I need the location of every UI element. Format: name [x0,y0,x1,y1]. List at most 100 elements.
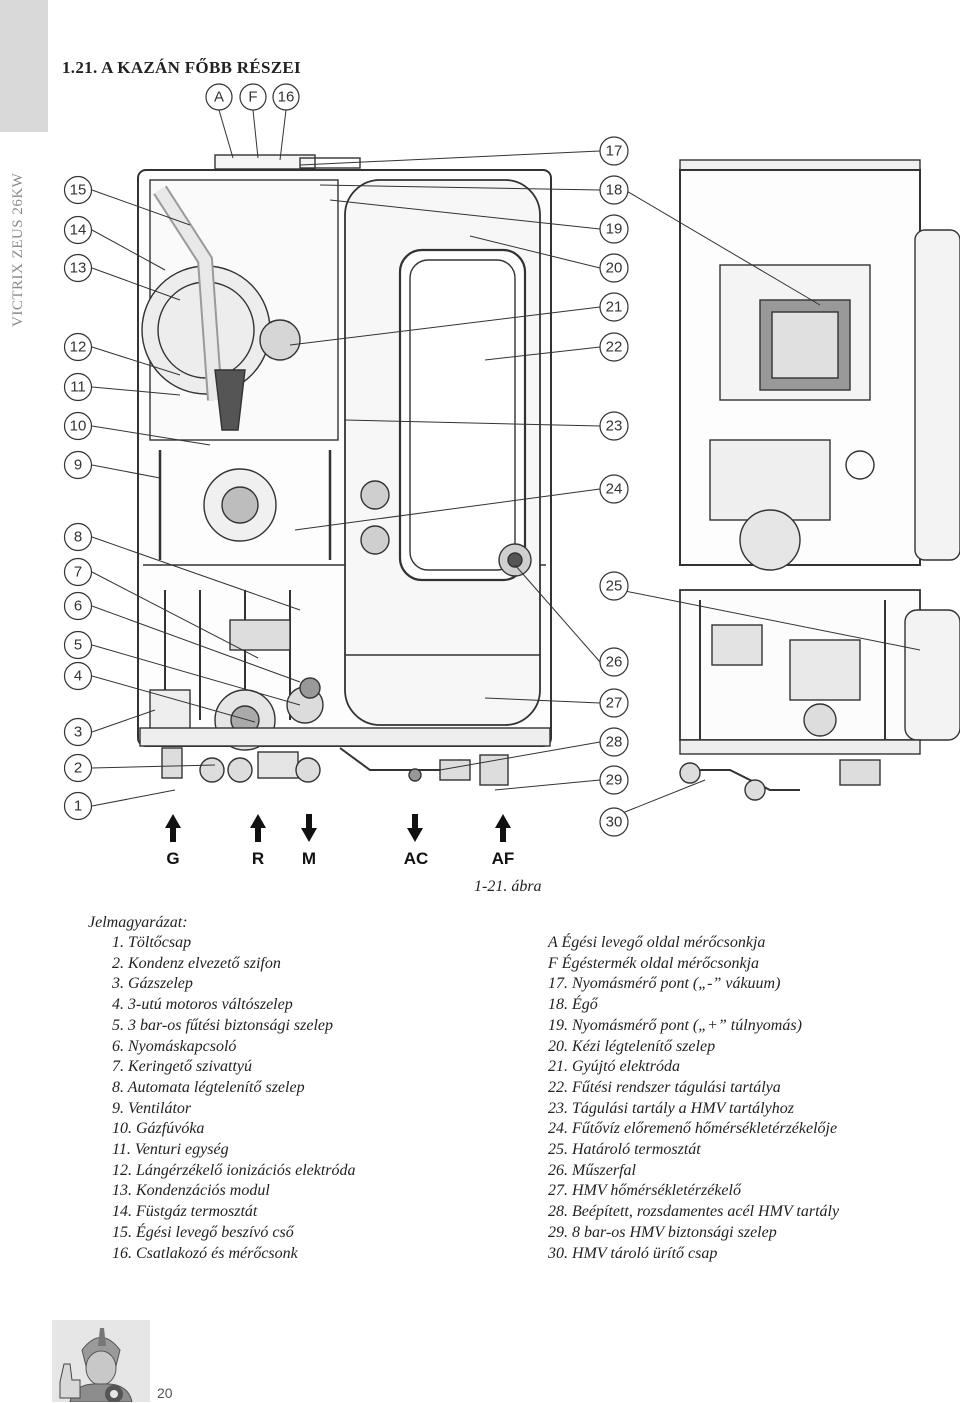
svg-text:26: 26 [606,654,623,671]
legend-item: 26. Műszerfal [548,1161,636,1179]
legend-item: 16. Csatlakozó és mérőcsonk [112,1244,298,1262]
svg-text:24: 24 [606,481,623,498]
svg-text:21: 21 [606,299,623,316]
legend-item: 22. Fűtési rendszer tágulási tartálya [548,1078,781,1096]
legend-item: 1. Töltőcsap [112,934,192,951]
callout-30: 30 [599,807,629,837]
callout-24: 24 [599,474,629,504]
section-heading: 1.21. A KAZÁN FŐBB RÉSZEI [62,58,301,77]
callouts-top: A F 16 [205,83,300,111]
legend-item: 13. Kondenzációs modul [112,1182,270,1200]
svg-text:9: 9 [74,457,82,474]
legend-item: 2. Kondenz elvezető szifon [112,954,281,972]
callout-2: 2 [63,753,93,783]
page-number: 20 [157,1385,173,1401]
callout-13: 13 [63,253,93,283]
svg-text:15: 15 [70,182,87,199]
legend-item: 28. Beépített, rozsdamentes acél HMV tar… [548,1203,840,1221]
svg-text:G: G [166,849,179,868]
mascot-icon [52,1320,150,1402]
legend-item: 12. Lángérzékelő ionizációs elektróda [112,1161,356,1179]
callout-11: 11 [63,372,93,402]
callout-22: 22 [599,332,629,362]
svg-text:AF: AF [492,849,515,868]
callout-A: A [205,83,233,111]
legend-item: 23. Tágulási tartály a HMV tartályhoz [548,1099,794,1117]
legend-item: 21. Gyújtó elektróda [548,1058,680,1076]
legend-item: 25. Határoló termosztát [548,1141,701,1159]
svg-text:30: 30 [606,814,623,831]
callout-7: 7 [63,557,93,587]
connection-R: R [250,814,266,868]
svg-text:8: 8 [74,529,82,546]
callouts-right: 17 18 19 20 21 22 23 24 25 26 27 28 29 3… [599,136,629,837]
legend-item: 30. HMV tároló ürítő csap [548,1244,718,1262]
svg-text:27: 27 [606,695,623,712]
callout-4: 4 [63,661,93,691]
callout-12: 12 [63,332,93,362]
callout-26: 26 [599,647,629,677]
callout-18: 18 [599,175,629,205]
callout-21: 21 [599,292,629,322]
legend-item: 27. HMV hőmérsékletérzékelő [548,1182,741,1200]
callout-14: 14 [63,215,93,245]
callouts-left: 15 14 13 12 11 10 9 8 7 6 5 4 3 2 1 [63,175,93,821]
svg-text:2: 2 [74,760,82,777]
callout-6: 6 [63,591,93,621]
connection-AC: AC [404,814,428,868]
svg-text:28: 28 [606,734,623,751]
legend-item: 4. 3-utú motoros váltószelep [112,996,293,1014]
legend-left: 1. Töltőcsap 2. Kondenz elvezető szifon … [112,933,356,1264]
callout-5: 5 [63,630,93,660]
legend-item: 7. Keringető szivattyú [112,1058,252,1076]
legend-item: 15. Égési levegő beszívó cső [112,1223,294,1241]
svg-text:25: 25 [606,578,623,595]
legend-item: 6. Nyomáskapcsoló [112,1037,237,1055]
svg-text:1: 1 [74,798,82,815]
callout-F: F [239,83,267,111]
svg-text:7: 7 [74,564,82,581]
svg-text:23: 23 [606,418,623,435]
callout-9: 9 [63,450,93,480]
legend-item: 20. Kézi légtelenítő szelep [548,1037,716,1055]
connection-arrows: G R M AC AF [165,814,514,868]
callout-8: 8 [63,522,93,552]
legend-item: 29. 8 bar-os HMV biztonsági szelep [548,1223,777,1241]
svg-text:19: 19 [606,221,623,238]
svg-text:4: 4 [74,668,82,685]
legend-item: 18. Égő [548,996,598,1014]
figure-caption: 1-21. ábra [474,878,542,895]
svg-text:13: 13 [70,260,87,277]
svg-text:20: 20 [606,260,623,277]
callout-27: 27 [599,688,629,718]
svg-text:M: M [302,849,316,868]
svg-text:18: 18 [606,182,623,199]
callout-1: 1 [63,791,93,821]
legend-item: 11. Venturi egység [112,1141,229,1159]
callout-10: 10 [63,411,93,441]
connection-G: G [165,814,181,868]
boiler-diagram: A F 16 15 14 13 12 11 10 9 8 7 6 5 4 3 2… [63,83,960,868]
svg-text:5: 5 [74,637,82,654]
legend-item: A Égési levegő oldal mérőcsonkja [548,934,766,951]
legend-title: Jelmagyarázat: [88,914,188,931]
front-view [137,154,552,786]
callout-25: 25 [599,571,629,601]
svg-text:16: 16 [278,89,295,106]
side-view [679,159,960,801]
svg-text:22: 22 [606,339,623,356]
svg-text:10: 10 [70,418,87,435]
callout-3: 3 [63,717,93,747]
svg-text:3: 3 [74,724,82,741]
callout-29: 29 [599,765,629,795]
callout-15: 15 [63,175,93,205]
svg-text:6: 6 [74,598,82,615]
svg-text:A: A [214,89,224,106]
legend-item: 8. Automata légtelenítő szelep [112,1078,305,1096]
svg-text:R: R [252,849,264,868]
svg-text:29: 29 [606,772,623,789]
callout-17: 17 [599,136,629,166]
legend-item: 3. Gázszelep [112,975,193,993]
callout-28: 28 [599,727,629,757]
legend-item: 5. 3 bar-os fűtési biztonsági szelep [112,1016,334,1034]
